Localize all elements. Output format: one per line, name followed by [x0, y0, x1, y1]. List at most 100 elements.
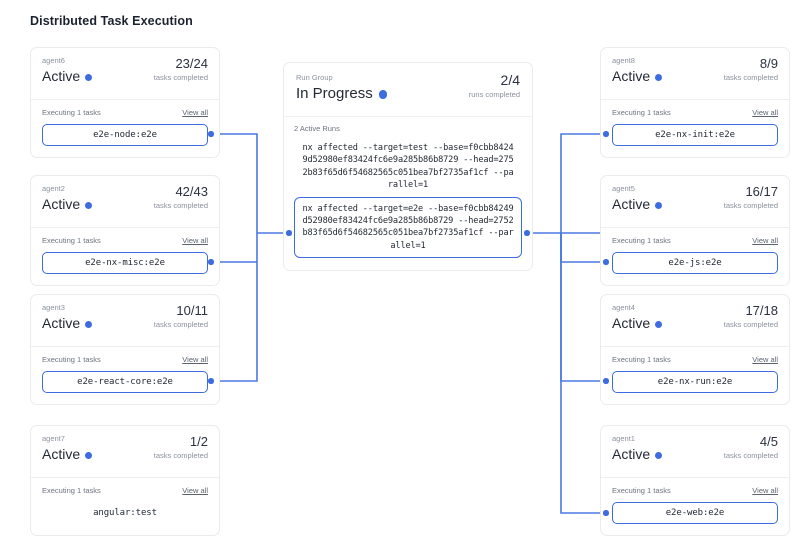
view-all-link[interactable]: View all: [752, 108, 778, 117]
agent-name: agent1: [612, 434, 635, 443]
agent-card[interactable]: agent5 Active 16/17 tasks completed Exec…: [600, 175, 790, 286]
agent-task-count: 42/43: [175, 184, 208, 199]
active-runs-label: 2 Active Runs: [294, 124, 340, 133]
agent-card-header: agent4 Active 17/18 tasks completed: [601, 295, 789, 347]
agent-task-count-label: tasks completed: [153, 201, 208, 210]
agent-card-body: Executing 1 tasks View all e2e-web:e2e: [601, 478, 789, 535]
agent-status: Active: [612, 315, 651, 331]
agent-status: Active: [42, 196, 81, 212]
agent-status: Active: [42, 68, 81, 84]
run-group-count-label: runs completed: [468, 90, 520, 99]
task-chip[interactable]: e2e-web:e2e: [612, 502, 778, 524]
executing-label: Executing 1 tasks: [42, 236, 101, 245]
connector-anchor-dot: [286, 230, 292, 236]
connector-anchor-dot: [603, 259, 609, 265]
connector-anchor-dot: [208, 378, 214, 384]
executing-label: Executing 1 tasks: [612, 108, 671, 117]
agent-status: Active: [42, 315, 81, 331]
connector-anchor-dot: [603, 510, 609, 516]
agent-name: agent7: [42, 434, 65, 443]
agent-card[interactable]: agent1 Active 4/5 tasks completed Execut…: [600, 425, 790, 536]
executing-label: Executing 1 tasks: [612, 486, 671, 495]
connector-anchor-dot: [208, 259, 214, 265]
agent-status: Active: [612, 68, 651, 84]
agent-card-body: Executing 1 tasks View all e2e-nx-misc:e…: [31, 228, 219, 285]
view-all-link[interactable]: View all: [752, 236, 778, 245]
page-title: Distributed Task Execution: [30, 14, 193, 28]
task-chip[interactable]: e2e-js:e2e: [612, 252, 778, 274]
run-group-header: Run Group In Progress 2/4 runs completed: [284, 63, 532, 117]
agent-card-header: agent2 Active 42/43 tasks completed: [31, 176, 219, 228]
view-all-link[interactable]: View all: [752, 486, 778, 495]
agent-name: agent3: [42, 303, 65, 312]
run-group-label: Run Group: [296, 73, 333, 82]
status-dot-icon: [85, 451, 93, 459]
agent-task-count: 4/5: [759, 434, 778, 449]
task-chip[interactable]: e2e-react-core:e2e: [42, 371, 208, 393]
agent-card-header: agent1 Active 4/5 tasks completed: [601, 426, 789, 478]
agent-status: Active: [612, 446, 651, 462]
agent-card-header: agent3 Active 10/11 tasks completed: [31, 295, 219, 347]
status-dot-icon: [85, 73, 93, 81]
agent-card-body: Executing 1 tasks View all e2e-nx-run:e2…: [601, 347, 789, 404]
agent-card-header: agent6 Active 23/24 tasks completed: [31, 48, 219, 100]
task-chip[interactable]: angular:test: [42, 502, 208, 524]
agent-card[interactable]: agent8 Active 8/9 tasks completed Execut…: [600, 47, 790, 158]
task-chip[interactable]: e2e-nx-misc:e2e: [42, 252, 208, 274]
connector-anchor-dot: [603, 131, 609, 137]
run-command-active[interactable]: nx affected --target=e2e --base=f0cbb842…: [294, 196, 522, 259]
status-dot-icon: [655, 73, 663, 81]
agent-task-count: 10/11: [176, 303, 208, 318]
connector-anchor-dot: [524, 230, 530, 236]
agent-task-count-label: tasks completed: [723, 201, 778, 210]
task-chip[interactable]: e2e-nx-run:e2e: [612, 371, 778, 393]
agent-task-count-label: tasks completed: [723, 73, 778, 82]
agent-card-body: Executing 1 tasks View all e2e-js:e2e: [601, 228, 789, 285]
agent-card[interactable]: agent7 Active 1/2 tasks completed Execut…: [30, 425, 220, 536]
view-all-link[interactable]: View all: [182, 486, 208, 495]
agent-card-body: Executing 1 tasks View all e2e-react-cor…: [31, 347, 219, 404]
task-chip[interactable]: e2e-nx-init:e2e: [612, 124, 778, 146]
view-all-link[interactable]: View all: [182, 108, 208, 117]
agent-card-body: Executing 1 tasks View all angular:test: [31, 478, 219, 535]
agent-card[interactable]: agent4 Active 17/18 tasks completed Exec…: [600, 294, 790, 405]
run-group-body: 2 Active Runs nx affected --target=test …: [284, 117, 532, 270]
run-group-count: 2/4: [500, 72, 520, 88]
run-group-status: In Progress: [296, 85, 373, 102]
view-all-link[interactable]: View all: [182, 236, 208, 245]
agent-card-header: agent5 Active 16/17 tasks completed: [601, 176, 789, 228]
executing-label: Executing 1 tasks: [42, 108, 101, 117]
agent-card[interactable]: agent2 Active 42/43 tasks completed Exec…: [30, 175, 220, 286]
agent-card-header: agent8 Active 8/9 tasks completed: [601, 48, 789, 100]
agent-task-count: 8/9: [759, 56, 778, 71]
agent-card[interactable]: agent3 Active 10/11 tasks completed Exec…: [30, 294, 220, 405]
task-chip[interactable]: e2e-node:e2e: [42, 124, 208, 146]
run-command[interactable]: nx affected --target=test --base=f0cbb84…: [302, 143, 514, 191]
agent-task-count: 23/24: [175, 56, 208, 71]
agent-card-header: agent7 Active 1/2 tasks completed: [31, 426, 219, 478]
view-all-link[interactable]: View all: [752, 355, 778, 364]
agent-card[interactable]: agent6 Active 23/24 tasks completed Exec…: [30, 47, 220, 158]
view-all-link[interactable]: View all: [182, 355, 208, 364]
connector-anchor-dot: [603, 378, 609, 384]
agent-name: agent8: [612, 56, 635, 65]
agent-task-count: 16/17: [745, 184, 778, 199]
agent-card-body: Executing 1 tasks View all e2e-nx-init:e…: [601, 100, 789, 157]
agent-name: agent2: [42, 184, 65, 193]
agent-card-body: Executing 1 tasks View all e2e-node:e2e: [31, 100, 219, 157]
agent-task-count-label: tasks completed: [723, 451, 778, 460]
executing-label: Executing 1 tasks: [42, 355, 101, 364]
status-dot-icon: [655, 451, 663, 459]
agent-task-count: 1/2: [189, 434, 208, 449]
agent-task-count-label: tasks completed: [153, 320, 208, 329]
executing-label: Executing 1 tasks: [42, 486, 101, 495]
agent-name: agent4: [612, 303, 635, 312]
agent-status: Active: [42, 446, 81, 462]
run-group-card[interactable]: Run Group In Progress 2/4 runs completed…: [283, 62, 533, 272]
connector-anchor-dot: [208, 131, 214, 137]
executing-label: Executing 1 tasks: [612, 355, 671, 364]
agent-task-count-label: tasks completed: [723, 320, 778, 329]
status-dot-icon: [85, 201, 93, 209]
